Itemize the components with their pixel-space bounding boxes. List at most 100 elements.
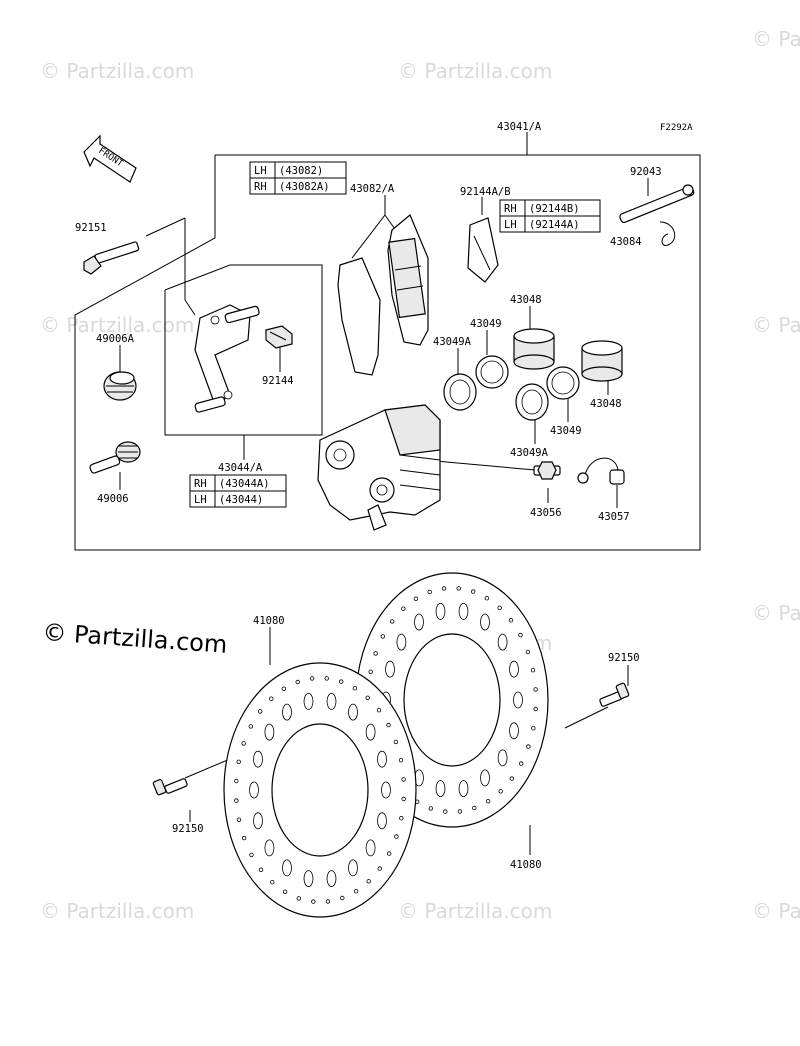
label-43057: 43057 <box>598 511 630 523</box>
watermark: © Partzilla.com <box>40 313 194 337</box>
disc-drill-hole <box>352 686 358 691</box>
label-43048-top: 43048 <box>510 294 542 306</box>
disc-drill-hole <box>281 686 287 691</box>
front-arrow-icon: FRONT <box>83 134 137 183</box>
disc-drill-hole <box>394 834 399 839</box>
shim-row-1-side: RH <box>504 203 517 215</box>
disc-drill-hole <box>377 866 382 871</box>
disc-hole <box>365 723 376 741</box>
disc-drill-hole <box>519 761 524 766</box>
disc-bolt-92150-right <box>599 682 630 707</box>
bleeder-43056 <box>533 461 561 480</box>
bleeder-cap-43057 <box>577 457 625 485</box>
watermark: © Partzilla.com <box>398 59 552 83</box>
bolt-92151 <box>83 241 140 275</box>
disc-hole <box>365 839 376 857</box>
label-49006A: 49006A <box>96 333 135 345</box>
watermark: © Partzilla.com <box>752 899 800 923</box>
disc-drill-hole <box>241 835 247 841</box>
bracket-row-2-code: (43044) <box>219 494 263 506</box>
label-92150-right: 92150 <box>608 652 640 664</box>
figure-code: F2292A <box>660 123 693 133</box>
disc-drill-hole <box>398 758 404 763</box>
label-43048-right: 43048 <box>590 398 622 410</box>
shim-92144AB <box>467 217 499 283</box>
disc-drill-hole <box>234 778 239 784</box>
pin-49006 <box>89 441 141 474</box>
disc-drill-hole <box>324 676 329 681</box>
disc-drill-hole <box>413 596 419 601</box>
watermark: © Partzilla.com <box>752 313 800 337</box>
disc-drill-hole <box>258 867 264 872</box>
disc-drill-hole <box>390 619 395 624</box>
disc-drill-hole <box>325 899 331 904</box>
disc-drill-hole <box>365 695 370 700</box>
watermark: © Partzilla.com <box>40 899 194 923</box>
label-41080-left: 41080 <box>253 615 285 627</box>
disc-hole <box>435 603 446 620</box>
disc-hole <box>249 781 259 799</box>
label-43082A: 43082/A <box>350 183 395 195</box>
disc-drill-hole <box>340 895 345 901</box>
disc-drill-hole <box>428 806 433 811</box>
disc-hole <box>414 613 424 631</box>
disc-hole <box>282 703 292 721</box>
disc-hole <box>303 693 314 710</box>
disc-hole <box>326 693 337 710</box>
disc-hole <box>458 603 469 620</box>
disc-drill-hole <box>472 805 477 811</box>
watermark: © Partzilla.com <box>752 601 800 625</box>
label-43049A-top: 43049A <box>433 336 472 348</box>
disc-hole <box>381 781 391 799</box>
disc-drill-hole <box>234 798 239 803</box>
disc-drill-hole <box>258 709 263 714</box>
disc-drill-hole <box>498 789 503 794</box>
disc-drill-hole <box>533 687 538 692</box>
label-43044A: 43044/A <box>218 462 263 474</box>
disc-drill-hole <box>401 777 406 782</box>
label-43056: 43056 <box>530 507 562 519</box>
brake-pads-43082 <box>337 214 429 376</box>
dust-seal-43049A-top <box>443 373 477 411</box>
bracket-row-2-side: LH <box>194 494 207 506</box>
caliper-body <box>317 404 441 531</box>
disc-drill-hole <box>484 596 490 601</box>
disc-drill-hole <box>443 809 448 814</box>
pads-row-2-code: (43082A) <box>279 181 330 193</box>
watermark: © Partzilla.com <box>752 27 800 51</box>
disc-hole <box>377 750 387 768</box>
disc-drill-hole <box>508 618 514 623</box>
disc-drill-hole <box>525 649 531 655</box>
disc-drill-hole <box>399 816 404 821</box>
disc-drill-hole <box>531 726 536 731</box>
pads-variant-table: LH (43082) RH (43082A) <box>249 161 347 195</box>
disc-drill-hole <box>248 724 253 729</box>
bracket-row-1-side: RH <box>194 478 207 490</box>
disc-hole <box>497 633 508 651</box>
disc-hole <box>377 812 387 830</box>
shim-row-2-side: LH <box>504 219 517 231</box>
label-43049A-right: 43049A <box>510 447 549 459</box>
pads-row-1-code: (43082) <box>279 165 323 177</box>
disc-hole <box>326 870 337 887</box>
watermark-main: © Partzilla.com <box>42 618 229 659</box>
piston-43048-top <box>513 328 555 370</box>
brake-disc-41080-left <box>223 662 417 918</box>
disc-drill-hole <box>427 589 432 595</box>
label-43049-right: 43049 <box>550 425 582 437</box>
disc-drill-hole <box>353 889 359 894</box>
disc-drill-hole <box>533 706 538 712</box>
seal-43049-right <box>546 366 580 400</box>
pads-row-2-side: RH <box>254 181 267 193</box>
disc-drill-hole <box>269 696 274 701</box>
disc-hole <box>385 660 395 678</box>
spring-92144 <box>265 325 293 349</box>
disc-drill-hole <box>457 809 463 814</box>
bracket-variant-table: RH (43044A) LH (43044) <box>189 474 287 508</box>
disc-drill-hole <box>249 852 254 858</box>
label-41080-right: 41080 <box>510 859 542 871</box>
part-labels: 43041/A F2292A 92043 92144A/B 43082/A 43… <box>75 121 693 871</box>
disc-drill-hole <box>295 679 300 685</box>
disc-drill-hole <box>236 759 241 764</box>
disc-drill-hole <box>311 899 316 904</box>
